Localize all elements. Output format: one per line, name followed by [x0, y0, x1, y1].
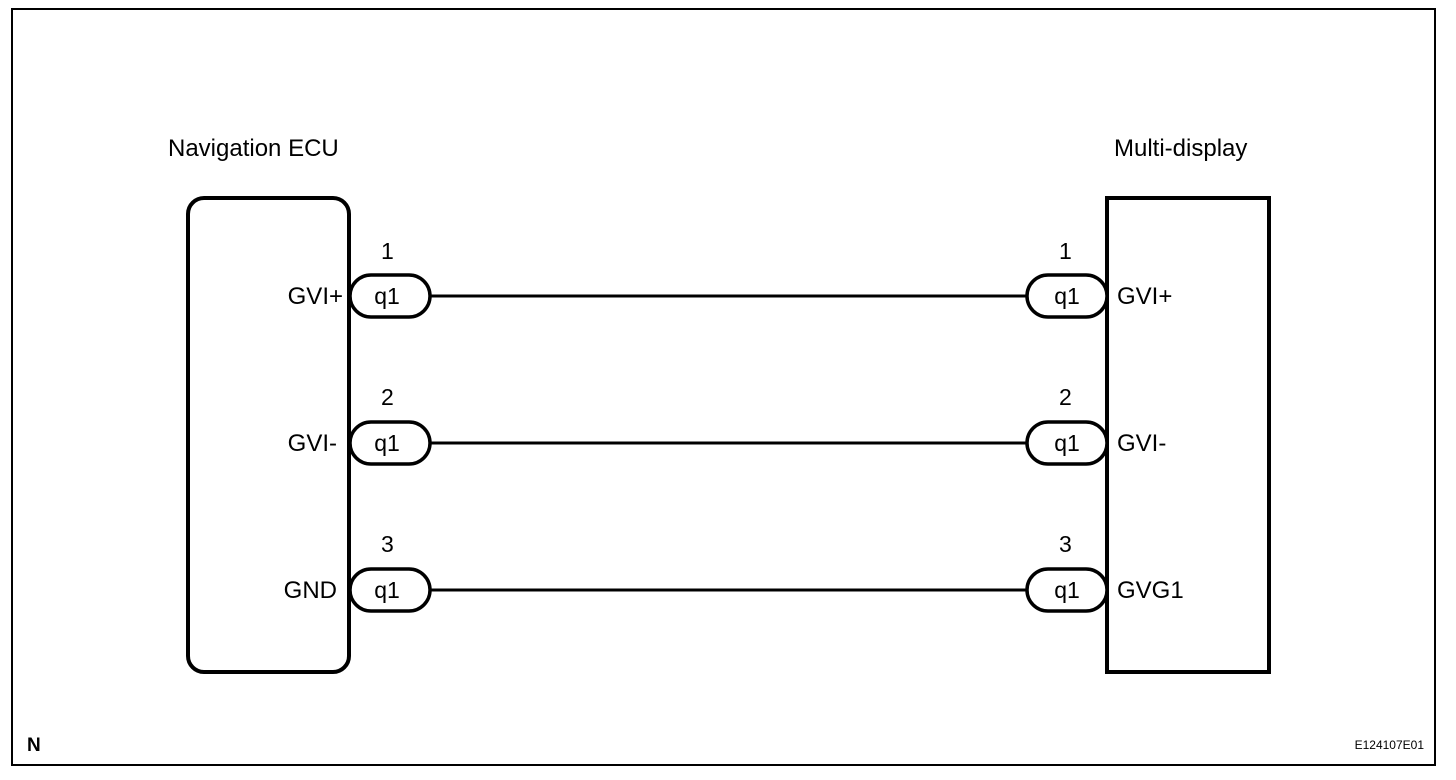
- right-connector-3: [1025, 567, 1109, 613]
- left-connector-2: [348, 420, 432, 466]
- left-connector-label-3: q1: [374, 577, 400, 603]
- figure-code: E124107E01: [1355, 738, 1425, 752]
- right-connector-2: [1025, 420, 1109, 466]
- corner-letter: N: [27, 735, 41, 756]
- left-signal-1: GVI+: [288, 283, 343, 310]
- right-signal-3: GVG1: [1117, 577, 1184, 604]
- left-signal-2: GVI-: [288, 430, 337, 457]
- left-connector-label-2: q1: [374, 430, 400, 456]
- right-signal-1: GVI+: [1117, 283, 1172, 310]
- right-connector-label-2: q1: [1054, 430, 1080, 456]
- left-connector-3: [348, 567, 432, 613]
- right-pin-number-2: 2: [1059, 384, 1072, 410]
- left-signal-3: GND: [284, 577, 337, 604]
- navigation-ecu-box: [186, 196, 351, 674]
- left-connector-label-1: q1: [374, 283, 400, 309]
- left-pin-number-1: 1: [381, 238, 394, 264]
- right-connector-label-1: q1: [1054, 283, 1080, 309]
- right-signal-2: GVI-: [1117, 430, 1166, 457]
- left-pin-number-3: 3: [381, 531, 394, 557]
- right-pin-number-3: 3: [1059, 531, 1072, 557]
- right-connector-label-3: q1: [1054, 577, 1080, 603]
- navigation-ecu-title: Navigation ECU: [168, 135, 339, 162]
- left-connector-1: [348, 273, 432, 319]
- diagram-frame: [11, 8, 1436, 766]
- right-pin-number-1: 1: [1059, 238, 1072, 264]
- left-pin-number-2: 2: [381, 384, 394, 410]
- right-connector-1: [1025, 273, 1109, 319]
- multi-display-title: Multi-display: [1114, 135, 1247, 162]
